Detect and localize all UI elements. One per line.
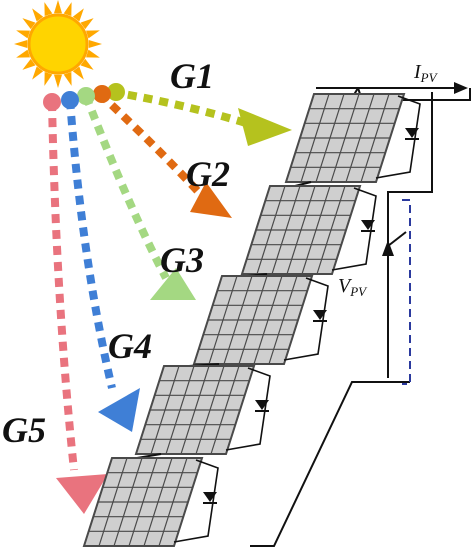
ray-head-g5 xyxy=(56,474,108,514)
ray-g2 xyxy=(97,91,207,201)
sun-disc xyxy=(27,13,89,75)
sun-ray xyxy=(80,58,94,70)
ray-g4 xyxy=(66,99,116,389)
ray-head-g3 xyxy=(150,268,196,300)
ray-head-g2 xyxy=(190,182,232,218)
sun-ray xyxy=(16,30,31,39)
bypass-diode-icon xyxy=(225,367,271,451)
sun-ray xyxy=(72,8,84,22)
bypass-diode-icon xyxy=(173,459,219,543)
sun-ray xyxy=(63,71,72,86)
sun-icon xyxy=(14,0,102,88)
sun-ray xyxy=(32,66,44,80)
current-arrow-head xyxy=(454,82,468,94)
label-g3: G3 xyxy=(160,240,204,280)
pv-modules xyxy=(82,93,421,547)
label-g1: G1 xyxy=(170,56,214,96)
label-g4: G4 xyxy=(108,326,152,366)
sun-ray xyxy=(72,66,84,80)
voltage-arrow xyxy=(382,240,394,378)
sun-ray xyxy=(53,0,63,14)
bypass-diode-icon xyxy=(283,277,329,361)
sun-ray xyxy=(44,71,53,86)
sun-ray xyxy=(80,18,94,30)
pv-module-3 xyxy=(188,275,329,367)
negative-bus-wire xyxy=(250,381,388,547)
sun-ray xyxy=(63,2,72,17)
bypass-diode-icon xyxy=(331,187,377,271)
dot-g2 xyxy=(93,85,111,103)
sun-ray xyxy=(85,30,100,39)
output-wire xyxy=(387,92,433,249)
dashed-bracket xyxy=(402,199,411,385)
ray-g3 xyxy=(82,94,170,280)
ray-source-dots xyxy=(43,83,125,111)
dot-g4 xyxy=(61,91,79,109)
dot-g3 xyxy=(77,87,95,105)
pv-module-1 xyxy=(284,93,421,187)
sun-ray xyxy=(88,39,102,49)
label-g5: G5 xyxy=(2,410,46,450)
sun-ray xyxy=(22,18,36,30)
label-g2: G2 xyxy=(186,154,230,194)
sun-ray xyxy=(16,49,31,58)
pv-module-5 xyxy=(82,457,219,547)
dot-g5 xyxy=(43,93,61,111)
sun-ray xyxy=(85,49,100,58)
bypass-diode-icon xyxy=(375,95,421,179)
ray-head-g4 xyxy=(98,388,140,432)
pv-module-2 xyxy=(240,185,377,277)
irradiance-arrows xyxy=(48,88,292,514)
sun-ray xyxy=(44,2,53,17)
sun-ray xyxy=(22,58,36,70)
current-label: IPV xyxy=(413,61,439,85)
ray-g5 xyxy=(48,101,78,471)
dot-g1 xyxy=(107,83,125,101)
sun-ray xyxy=(32,8,44,22)
voltage-label: VPV xyxy=(338,275,368,299)
sun-ray xyxy=(14,39,28,49)
sun-ray xyxy=(53,74,63,88)
ray-head-g1 xyxy=(238,108,292,146)
pv-module-4 xyxy=(134,365,271,459)
